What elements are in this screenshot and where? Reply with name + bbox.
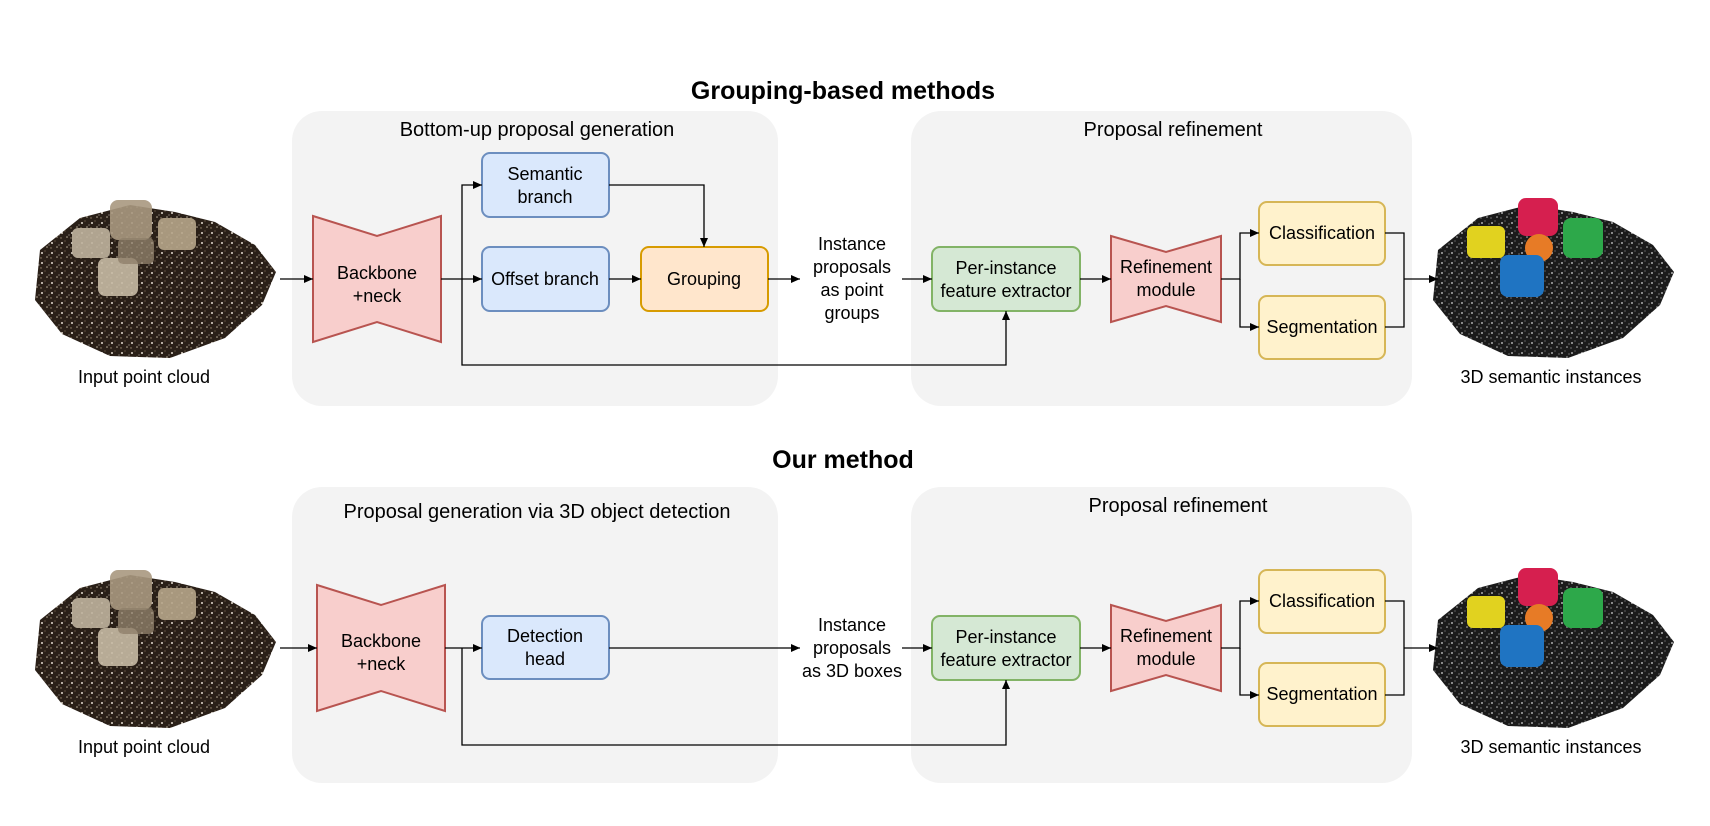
- row-title: Grouping-based methods: [691, 77, 995, 105]
- proposals-label-1: Instance: [818, 615, 886, 635]
- right-group-title: Proposal refinement: [1089, 495, 1268, 517]
- backbone-block: [312, 214, 442, 344]
- output-instances-image: [1433, 568, 1674, 728]
- backbone-label-1: Backbone: [337, 263, 417, 283]
- output-label: 3D semantic instances: [1460, 737, 1641, 757]
- edge-refinement-segmentation: [1239, 279, 1259, 331]
- edge-semantic-grouping: [609, 184, 708, 247]
- edge-heads-merge: [1385, 232, 1405, 328]
- proposals-label-3: as 3D boxes: [802, 661, 902, 681]
- backbone-block: [316, 583, 446, 713]
- input-point-cloud-image: [35, 570, 276, 728]
- classification-label: Classification: [1269, 591, 1375, 611]
- right-group-title: Proposal refinement: [1084, 119, 1263, 141]
- left-group-title: Bottom-up proposal generation: [400, 119, 675, 141]
- edge-refinement-classification: [1221, 597, 1259, 649]
- refinement-label-1: Refinement: [1120, 257, 1212, 277]
- extractor-label-2: feature extractor: [940, 281, 1071, 301]
- edge-backbone-extractor: [461, 279, 1010, 366]
- input-point-cloud-image: [35, 200, 276, 358]
- input-label: Input point cloud: [78, 367, 210, 387]
- left-group-title: Proposal generation via 3D object detect…: [344, 501, 731, 523]
- backbone-label-2: +neck: [357, 654, 407, 674]
- refinement-label-2: module: [1136, 649, 1195, 669]
- backbone-label-2: +neck: [353, 286, 403, 306]
- semantic-branch-label-2: branch: [517, 187, 572, 207]
- offset-branch-label: Offset branch: [491, 269, 599, 289]
- extractor-label-1: Per-instance: [955, 627, 1056, 647]
- edges-row-1: [280, 181, 1438, 366]
- extractor-label-2: feature extractor: [940, 650, 1071, 670]
- grouping-label: Grouping: [667, 269, 741, 289]
- segmentation-label: Segmentation: [1266, 684, 1377, 704]
- feature-extractor-box: [931, 615, 1081, 681]
- extractor-label-1: Per-instance: [955, 258, 1056, 278]
- proposals-label-4: groups: [824, 303, 879, 323]
- refinement-label-2: module: [1136, 280, 1195, 300]
- segmentation-label: Segmentation: [1266, 317, 1377, 337]
- semantic-branch-label-1: Semantic: [507, 164, 582, 184]
- edge-refinement-classification: [1221, 229, 1259, 280]
- row-grouping-based: Grouping-based methods Bottom-up proposa…: [35, 77, 1674, 406]
- proposals-label-3: as point: [820, 280, 883, 300]
- row-title: Our method: [772, 446, 914, 474]
- output-instances-image: [1433, 198, 1674, 358]
- classification-label: Classification: [1269, 223, 1375, 243]
- edge-refinement-segmentation: [1239, 648, 1259, 699]
- edge-backbone-extractor: [461, 648, 1010, 746]
- detection-head-label-1: Detection: [507, 626, 583, 646]
- backbone-label-1: Backbone: [341, 631, 421, 651]
- feature-extractor-box: [931, 246, 1081, 312]
- edges-row-2: [280, 597, 1438, 746]
- detection-head-label-2: head: [525, 649, 565, 669]
- proposals-label-2: proposals: [813, 257, 891, 277]
- refinement-label-1: Refinement: [1120, 626, 1212, 646]
- input-label: Input point cloud: [78, 737, 210, 757]
- semantic-branch-box: [481, 152, 610, 218]
- output-label: 3D semantic instances: [1460, 367, 1641, 387]
- refinement-block: [1110, 234, 1222, 324]
- refinement-block: [1110, 603, 1222, 693]
- edge-backbone-semantic: [461, 181, 482, 279]
- proposals-label-2: proposals: [813, 638, 891, 658]
- proposals-label-1: Instance: [818, 234, 886, 254]
- row-our-method: Our method Proposal generation via 3D ob…: [35, 446, 1674, 783]
